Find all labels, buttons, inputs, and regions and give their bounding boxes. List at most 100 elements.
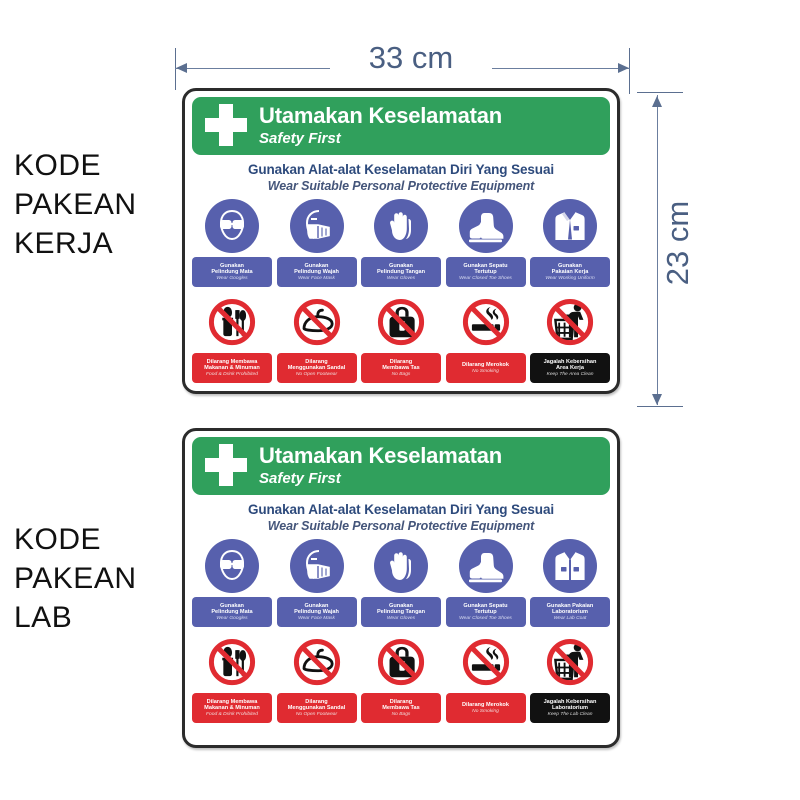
safety-gloves-icon <box>374 539 428 593</box>
sign-subheading-id: Gunakan Alat-alat Keselamatan Diri Yang … <box>247 162 555 177</box>
icon-label-id: Gunakan Pelindung Mata <box>211 262 253 275</box>
icon-label-en: Food & Drink Prohibited <box>206 371 258 377</box>
sign-subheading-en: Wear Suitable Personal Protective Equipm… <box>267 519 535 533</box>
sign-header-title: Utamakan Keselamatan <box>259 102 503 128</box>
no-bags-icon <box>373 633 429 689</box>
no-smoking-icon <box>458 293 514 349</box>
caption-kode-pakean-lab: KODE PAKEAN LAB <box>14 523 137 634</box>
sign-header-subtitle: Safety First <box>259 469 341 487</box>
icon-label-id: Dilarang Membawa Tas <box>382 698 420 711</box>
icon-label-id: Dilarang Merokok <box>462 701 509 708</box>
no-sandals-icon <box>289 633 345 689</box>
icon-label-id: Dilarang Membawa Makanan & Minuman <box>204 358 260 371</box>
sign-subheading: Gunakan Alat-alat Keselamatan Diri Yang … <box>192 162 610 193</box>
sign-subheading-en: Wear Suitable Personal Protective Equipm… <box>267 179 535 193</box>
icon-label-id: Dilarang Menggunakan Sandal <box>287 358 346 371</box>
icon-label-id: Jagalah Kebersihan Laboratorium <box>543 698 597 711</box>
safety-goggles-icon <box>205 199 259 253</box>
icon-label-en: Wear Closed Toe Shoes <box>459 615 512 621</box>
icon-label-en: Wear Closed Toe Shoes <box>459 275 512 281</box>
icon-label-id: Gunakan Pelindung Mata <box>211 602 253 615</box>
keep-clean-trash-icon <box>542 633 598 689</box>
icon-label-id: Gunakan Pelindung Tangan <box>376 262 426 275</box>
safety-boots-icon <box>458 539 513 593</box>
keep-clean-trash-icon <box>542 293 598 349</box>
icon-label-en: Wear Gloves <box>386 275 416 281</box>
dimension-tick-bottom <box>637 406 683 407</box>
arrow-up-icon <box>652 96 662 107</box>
icon-label-id: Gunakan Sepatu Tertutup <box>463 602 508 615</box>
first-aid-cross-icon <box>205 104 247 146</box>
icon-label-id: Gunakan Pelindung Wajah <box>294 262 339 275</box>
face-mask-icon <box>289 539 344 593</box>
icon-label-id: Gunakan Pelindung Wajah <box>294 602 339 615</box>
no-food-drink-icon <box>204 293 260 349</box>
sign-header-title: Utamakan Keselamatan <box>259 442 503 468</box>
icon-label-en: No Smoking <box>472 368 499 374</box>
icon-label-en: Food & Drink Prohibited <box>206 711 258 717</box>
icon-label-en: Keep The Area Clean <box>546 371 594 377</box>
icon-label-id: Dilarang Membawa Tas <box>382 358 420 371</box>
icon-label-en: No Bags <box>391 371 411 377</box>
icon-label-en: No Open Footwear <box>295 371 338 377</box>
first-aid-cross-icon <box>205 444 247 486</box>
sign-subheading-id: Gunakan Alat-alat Keselamatan Diri Yang … <box>247 502 555 517</box>
arrow-left-icon <box>176 63 187 73</box>
icon-label-id: Dilarang Membawa Makanan & Minuman <box>204 698 260 711</box>
safety-goggles-icon <box>205 539 259 593</box>
arrow-down-icon <box>652 394 662 405</box>
icon-label-en: Wear Gloves <box>386 615 416 621</box>
safety-sign-kerja: Utamakan Keselamatan Safety First Gunaka… <box>182 88 620 394</box>
icon-label-en: Wear Face Mask <box>298 275 335 281</box>
arrow-right-icon <box>618 63 629 73</box>
no-bags-icon <box>373 293 429 349</box>
icon-label-en: Wear Googles <box>216 615 248 621</box>
icon-label-en: Wear Face Mask <box>298 615 335 621</box>
no-smoking-icon <box>458 633 514 689</box>
work-uniform-icon <box>543 199 597 253</box>
dimension-width-label: 33 cm <box>330 40 492 76</box>
icon-label-en: Wear Googles <box>216 275 248 281</box>
face-mask-icon <box>289 199 344 253</box>
safety-sign-lab: Utamakan Keselamatan Safety First Gunaka… <box>182 428 620 748</box>
icon-label-id: Gunakan Pakaian Kerja <box>551 262 589 275</box>
icon-label-en: No Smoking <box>472 708 499 714</box>
icon-label-en: No Bags <box>391 711 411 717</box>
